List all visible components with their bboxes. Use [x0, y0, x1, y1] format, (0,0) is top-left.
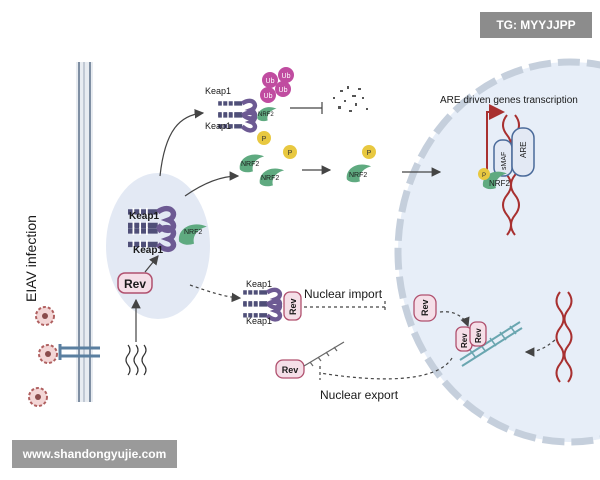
- ubiquitinated-complex: Keap1 Keap1 NRF2 Ub Ub Ub Ub: [205, 67, 294, 131]
- nrf2-single: NRF2 P: [346, 145, 376, 183]
- nuclear-import-block: [304, 301, 386, 313]
- nuclear-export-label: Nuclear export: [320, 388, 399, 402]
- nuclear-dna: [555, 291, 573, 383]
- svg-text:Keap1: Keap1: [133, 245, 163, 256]
- to-release-arrow: [184, 171, 240, 197]
- svg-text:NRF2: NRF2: [261, 175, 279, 182]
- svg-text:Ub: Ub: [279, 87, 288, 94]
- svg-text:NRF2: NRF2: [241, 161, 259, 168]
- nuclear-export-arrow: [319, 357, 453, 380]
- website-watermark: www.shandongyujie.com: [12, 440, 177, 468]
- ubiquitin-chain: Ub Ub Ub Ub: [260, 67, 294, 103]
- eiav-virion: [28, 387, 48, 407]
- svg-text:ARE: ARE: [519, 142, 528, 158]
- keap1-nrf2-complex: Keap1 Keap1 NRF2: [128, 208, 207, 256]
- svg-text:Ub: Ub: [264, 93, 273, 100]
- eiav-virion: [35, 306, 55, 326]
- nuclear-nrf2: NRF2 P: [478, 168, 510, 190]
- svg-text:Ub: Ub: [282, 73, 291, 80]
- cell-membrane: [76, 62, 93, 402]
- are-title: ARE driven genes transcription: [440, 95, 578, 106]
- svg-text:P: P: [482, 173, 486, 179]
- are-element: ARE: [511, 127, 535, 177]
- nuclear-import-label: Nuclear import: [304, 287, 383, 301]
- degraded-fragments: [333, 86, 368, 112]
- svg-text:Rev: Rev: [474, 328, 483, 343]
- svg-text:Ub: Ub: [266, 78, 275, 85]
- rev-to-rna-arrow: [439, 311, 470, 328]
- rev-protein: Rev: [117, 272, 153, 294]
- svg-text:P: P: [262, 136, 267, 143]
- telegram-watermark: TG: MYYJJPP: [480, 12, 592, 38]
- svg-text:sMAF: sMAF: [501, 152, 508, 170]
- svg-text:Keap1: Keap1: [246, 279, 272, 289]
- svg-text:Rev: Rev: [420, 299, 430, 316]
- transcription-arrow: [486, 104, 505, 170]
- svg-text:NRF2: NRF2: [489, 179, 510, 188]
- nucleus: [394, 58, 600, 446]
- eiav-virion: [38, 344, 58, 364]
- svg-text:NRF2: NRF2: [184, 229, 202, 236]
- svg-text:NRF2: NRF2: [258, 112, 274, 118]
- svg-text:Rev: Rev: [282, 365, 299, 375]
- rev-rna-complex: Rev Rev: [455, 321, 523, 367]
- nuclear-rev: Rev: [413, 294, 437, 322]
- svg-text:Rev: Rev: [124, 277, 146, 291]
- svg-text:P: P: [367, 150, 372, 157]
- dna-to-rna-arrow: [524, 339, 556, 357]
- rev-to-complex-arrow: [144, 255, 159, 273]
- svg-text:Keap1: Keap1: [205, 121, 231, 131]
- to-ubiquitination-arrow: [159, 108, 205, 177]
- svg-text:NRF2: NRF2: [349, 172, 367, 179]
- svg-text:P: P: [288, 150, 293, 157]
- exported-rev-rna: Rev: [275, 341, 345, 379]
- svg-text:Keap1: Keap1: [129, 211, 159, 222]
- keap1-rev-complex: Keap1 Keap1 Rev: [243, 279, 302, 326]
- svg-text:Rev: Rev: [288, 298, 298, 315]
- svg-text:Keap1: Keap1: [205, 86, 231, 96]
- svg-text:Keap1: Keap1: [246, 316, 272, 326]
- svg-text:Rev: Rev: [460, 333, 469, 348]
- smaf-protein: sMAF: [493, 139, 513, 177]
- degradation-inhibit-line: [290, 102, 323, 114]
- infection-label: EIAV infection: [23, 215, 39, 302]
- membrane-receptor: [58, 344, 100, 360]
- viral-rna: [125, 344, 147, 376]
- free-nrf2-pair: NRF2 NRF2 P P: [239, 131, 297, 187]
